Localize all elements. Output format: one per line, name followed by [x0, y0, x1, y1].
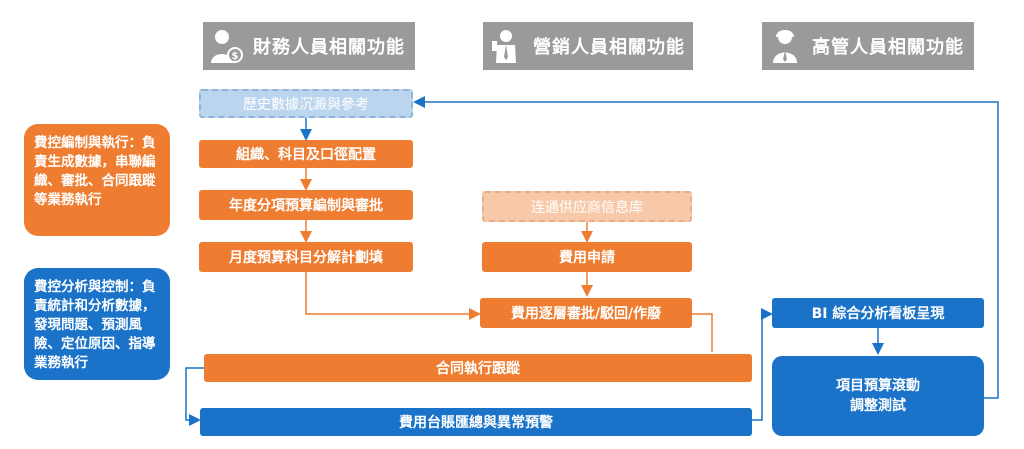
node-contract: 合同執行跟蹤: [204, 354, 752, 382]
node-ledger: 費用台賬匯總與異常預警: [200, 408, 752, 436]
role-label-executive: 高管人員相關功能: [812, 37, 964, 58]
node-ledger-label: 費用台賬匯總與異常預警: [399, 415, 553, 431]
node-supplier-db-label: 连通供应商信息库: [531, 199, 643, 216]
role-header-marketing: 營銷人員相關功能: [483, 22, 693, 70]
side-note-analysis-text: 費控分析與控制：負責統計和分析數據，發現問題、預測風險、定位原因、指導業務執行: [34, 279, 156, 371]
node-approval: 費用逐層審批/駁回/作廢: [480, 298, 692, 328]
node-annual-budget-label: 年度分項預算編制與審批: [229, 198, 383, 214]
node-org-config: 組織、科目及口徑配置: [199, 140, 413, 168]
role-label-marketing: 營銷人員相關功能: [533, 37, 685, 58]
finance-person-icon: $: [203, 27, 249, 65]
node-supplier-db: 连通供应商信息库: [482, 191, 692, 222]
node-bi: BI 綜合分析看板呈現: [772, 298, 984, 328]
node-approval-label: 費用逐層審批/駁回/作廢: [510, 306, 662, 322]
node-org-config-label: 組織、科目及口徑配置: [236, 147, 376, 163]
side-note-analysis: 費控分析與控制：負責統計和分析數據，發現問題、預測風險、定位原因、指導業務執行: [24, 268, 170, 380]
role-header-finance: $ 財務人員相關功能: [203, 22, 415, 70]
arrow-approval-to-contract: [692, 313, 713, 352]
executive-person-icon: [762, 27, 808, 65]
node-monthly-budget: 月度預算科目分解計劃填: [199, 242, 413, 272]
arrow-contract-to-ledger: [185, 367, 204, 426]
arrow-ledger-to-bi: [752, 308, 773, 421]
node-rolling-label-2: 調整測試: [850, 398, 906, 414]
side-note-execution: 費控編制與執行：負責生成數據，串聯編織、審批、合同跟蹤等業務執行: [24, 124, 170, 236]
node-bi-label: BI 綜合分析看板呈現: [811, 306, 945, 322]
node-rolling-label-1: 項目預算滾動: [836, 378, 920, 394]
marketing-person-icon: [483, 27, 529, 65]
node-contract-label: 合同執行跟蹤: [436, 361, 520, 377]
node-annual-budget: 年度分項預算編制與審批: [199, 190, 413, 220]
arrow-monthly-to-approval: [305, 272, 481, 320]
node-history: 歷史數據沉澱與參考: [199, 89, 413, 118]
role-header-executive: 高管人員相關功能: [762, 22, 974, 70]
role-label-finance: 財務人員相關功能: [253, 37, 405, 58]
arrow-rolling-to-history: [413, 96, 999, 399]
node-rolling: 項目預算滾動 調整測試: [772, 356, 984, 436]
node-history-label: 歷史數據沉澱與參考: [243, 96, 369, 113]
node-monthly-budget-label: 月度預算科目分解計劃填: [229, 250, 383, 266]
node-expense-request-label: 費用申請: [559, 250, 615, 266]
node-expense-request: 費用申請: [482, 242, 692, 272]
side-note-execution-text: 費控編制與執行：負責生成數據，串聯編織、審批、合同跟蹤等業務執行: [34, 135, 156, 208]
svg-text:$: $: [232, 51, 239, 62]
